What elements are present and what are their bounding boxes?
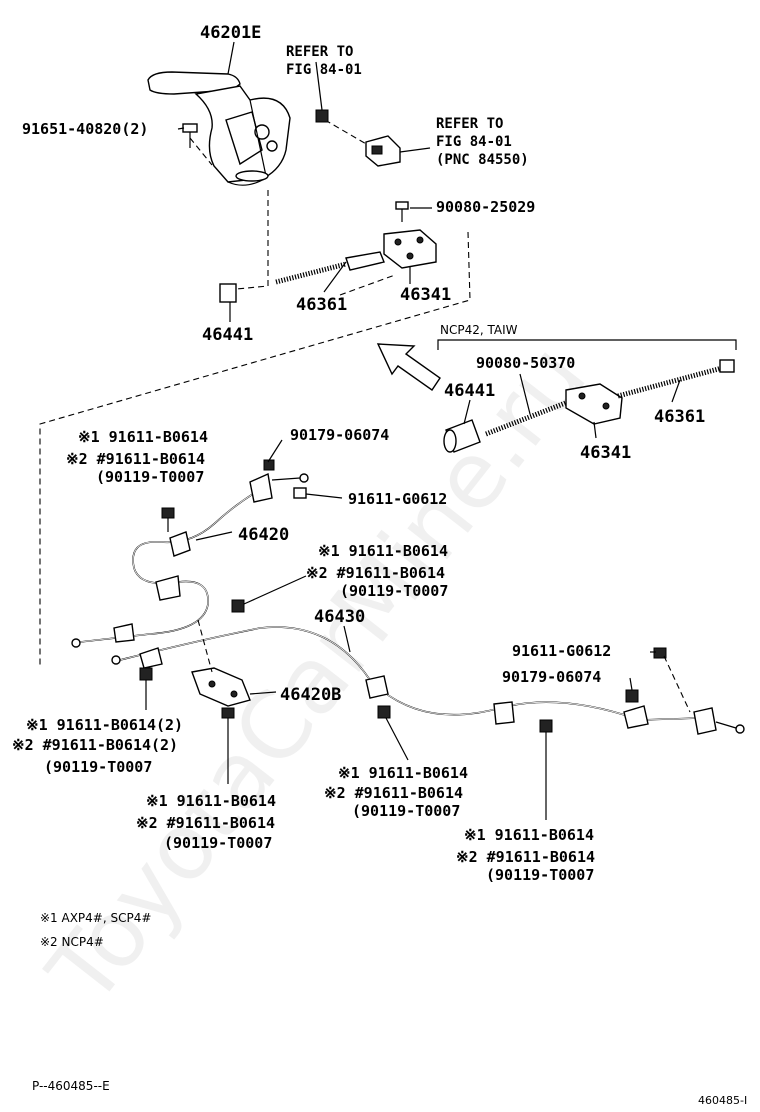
leader-lines bbox=[145, 41, 691, 820]
variant-bracket bbox=[437, 339, 737, 350]
nut-variant-icon bbox=[443, 419, 481, 453]
c4-a: ※1 91611-B0614 bbox=[146, 792, 276, 810]
equalizer-top-icon bbox=[383, 229, 437, 269]
cable-46420 bbox=[71, 472, 309, 648]
label-90179-06074-a: 90179-06074 bbox=[290, 426, 389, 444]
rod-top-icon bbox=[275, 251, 385, 285]
refer1-line2: FIG 84-01 bbox=[286, 62, 362, 78]
bracket-46420b-icon bbox=[191, 667, 251, 707]
c2-b: ※2 #91611-B0614 bbox=[306, 564, 445, 582]
footer-left-code: P--460485--E bbox=[32, 1079, 110, 1093]
note-2: ※2 NCP4# bbox=[40, 935, 104, 949]
label-90179-06074-b: 90179-06074 bbox=[502, 668, 601, 686]
label-91651-40820: 91651-40820(2) bbox=[22, 120, 148, 138]
c6-a: ※1 91611-B0614 bbox=[464, 826, 594, 844]
label-46201e: 46201E bbox=[200, 23, 261, 43]
label-91611-g0612-b: 91611-G0612 bbox=[512, 642, 611, 660]
screw-variant-icon bbox=[485, 399, 569, 437]
bolt-91651-icon bbox=[182, 123, 198, 148]
refer2-line1: REFER TO bbox=[436, 116, 503, 132]
variant-boundary bbox=[39, 231, 471, 666]
c4-c: (90119-T0007 bbox=[164, 834, 272, 852]
label-46361-top: 46361 bbox=[296, 295, 347, 315]
c1-b: ※2 #91611-B0614 bbox=[66, 450, 205, 468]
screw-top-icon bbox=[395, 201, 409, 222]
label-91611-g0612-a: 91611-G0612 bbox=[348, 490, 447, 508]
label-46341-variant: 46341 bbox=[580, 443, 631, 463]
label-46361-variant: 46361 bbox=[654, 407, 705, 427]
c1-c: (90119-T0007 bbox=[96, 468, 204, 486]
label-46441-top: 46441 bbox=[202, 325, 253, 345]
label-90080-50370: 90080-50370 bbox=[476, 354, 575, 372]
refer2-line3: (PNC 84550) bbox=[436, 152, 529, 168]
nut-refer-icon bbox=[315, 109, 329, 123]
c2-a: ※1 91611-B0614 bbox=[318, 542, 448, 560]
label-46441-variant: 46441 bbox=[444, 381, 495, 401]
label-90080-25029: 90080-25029 bbox=[436, 198, 535, 216]
c2-c: (90119-T0007 bbox=[340, 582, 448, 600]
c3-b: ※2 #91611-B0614(2) bbox=[12, 736, 178, 754]
nut-top-icon bbox=[219, 283, 237, 303]
refer1-line1: REFER TO bbox=[286, 44, 353, 60]
c3-c: (90119-T0007 bbox=[44, 758, 152, 776]
c5-c: (90119-T0007 bbox=[352, 802, 460, 820]
c1-a: ※1 91611-B0614 bbox=[78, 428, 208, 446]
refer2-line2: FIG 84-01 bbox=[436, 134, 512, 150]
label-46420b: 46420B bbox=[280, 685, 341, 705]
bracket-84550-icon bbox=[365, 135, 401, 167]
c5-a: ※1 91611-B0614 bbox=[338, 764, 468, 782]
footer-right-code: 460485-I bbox=[698, 1094, 747, 1107]
cable-fasteners bbox=[139, 459, 667, 748]
note-1: ※1 AXP4#, SCP4# bbox=[40, 911, 151, 925]
rod-variant-icon bbox=[617, 359, 735, 399]
cable-46430 bbox=[111, 626, 745, 735]
c3-a: ※1 91611-B0614(2) bbox=[26, 716, 183, 734]
label-46341-top: 46341 bbox=[400, 285, 451, 305]
label-variant: NCP42, TAIW bbox=[440, 323, 518, 337]
c6-b: ※2 #91611-B0614 bbox=[456, 848, 595, 866]
direction-arrow-icon bbox=[376, 343, 441, 391]
c6-c: (90119-T0007 bbox=[486, 866, 594, 884]
label-46420: 46420 bbox=[238, 525, 289, 545]
parking-brake-lever bbox=[147, 71, 291, 186]
assembly-boundary bbox=[225, 190, 269, 291]
c4-b: ※2 #91611-B0614 bbox=[136, 814, 275, 832]
label-46430: 46430 bbox=[314, 607, 365, 627]
c5-b: ※2 #91611-B0614 bbox=[324, 784, 463, 802]
equalizer-variant-icon bbox=[565, 383, 623, 425]
